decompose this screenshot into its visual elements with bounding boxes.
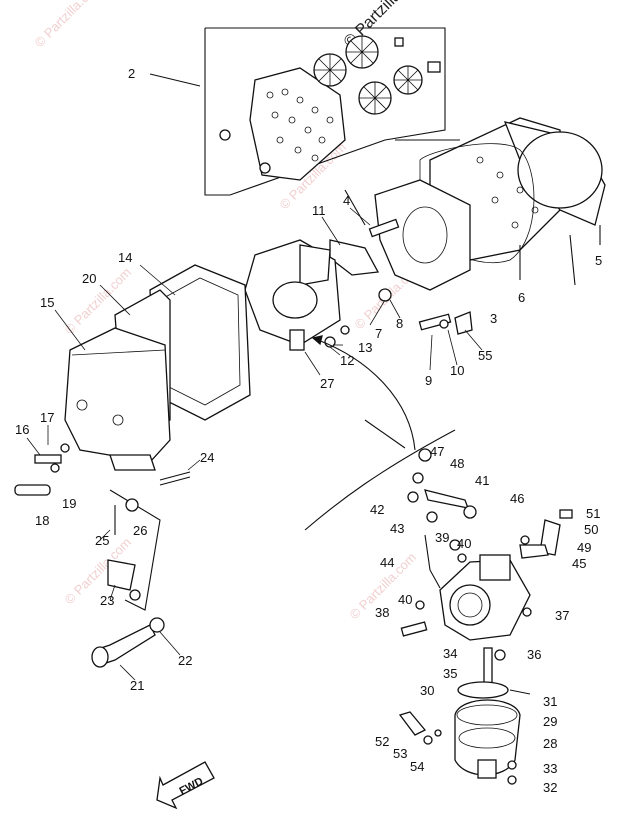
label-8: 8 <box>396 316 403 331</box>
label-10: 10 <box>450 363 464 378</box>
fwd-arrow: FWD <box>156 761 215 810</box>
label-54: 54 <box>410 759 424 774</box>
label-12: 12 <box>340 353 354 368</box>
label-2: 2 <box>128 66 135 81</box>
label-50: 50 <box>584 522 598 537</box>
label-37: 37 <box>555 608 569 623</box>
label-32: 32 <box>543 780 557 795</box>
label-4: 4 <box>343 193 350 208</box>
label-15: 15 <box>40 295 54 310</box>
label-34: 34 <box>443 646 457 661</box>
label-40a: 40 <box>457 536 471 551</box>
label-49: 49 <box>577 540 591 555</box>
reed-valve-inset <box>149 27 446 196</box>
label-24: 24 <box>200 450 214 465</box>
label-11: 11 <box>312 203 326 218</box>
label-40b: 40 <box>398 592 412 607</box>
label-42: 42 <box>370 502 384 517</box>
callout-leaders <box>26 207 483 681</box>
label-14: 14 <box>118 250 132 265</box>
label-9: 9 <box>425 373 432 388</box>
watermark-1: © Partzilla.com <box>32 0 105 50</box>
carburetor-lower <box>398 448 573 785</box>
silencer-bolts <box>14 443 191 496</box>
label-26: 26 <box>133 523 147 538</box>
part-labels: 2 4 11 5 6 3 7 8 9 10 55 12 13 14 20 15 … <box>15 66 602 795</box>
label-30: 30 <box>420 683 434 698</box>
label-23: 23 <box>100 593 114 608</box>
label-22: 22 <box>178 653 192 668</box>
label-31: 31 <box>543 694 557 709</box>
reed-housing-assembly <box>344 117 606 335</box>
label-25: 25 <box>95 533 109 548</box>
label-52: 52 <box>375 734 389 749</box>
label-35: 35 <box>443 666 457 681</box>
intake-silencer <box>64 264 251 471</box>
carburetor-upper <box>244 239 416 451</box>
label-5: 5 <box>595 253 602 268</box>
label-44: 44 <box>380 555 394 570</box>
label-39: 39 <box>435 530 449 545</box>
label-19: 19 <box>62 496 76 511</box>
label-20: 20 <box>82 271 96 286</box>
label-45: 45 <box>572 556 586 571</box>
label-48: 48 <box>450 456 464 471</box>
label-6: 6 <box>518 290 525 305</box>
label-18: 18 <box>35 513 49 528</box>
label-43: 43 <box>390 521 404 536</box>
label-41: 41 <box>475 473 489 488</box>
label-17: 17 <box>40 410 54 425</box>
label-7: 7 <box>375 326 382 341</box>
label-47: 47 <box>430 444 444 459</box>
label-55: 55 <box>478 348 492 363</box>
label-36: 36 <box>527 647 541 662</box>
label-21: 21 <box>130 678 144 693</box>
label-29: 29 <box>543 714 557 729</box>
label-3: 3 <box>490 311 497 326</box>
label-53: 53 <box>393 746 407 761</box>
label-38: 38 <box>375 605 389 620</box>
label-33: 33 <box>543 761 557 776</box>
label-27: 27 <box>320 376 334 391</box>
label-46: 46 <box>510 491 524 506</box>
choke-linkage <box>91 489 165 668</box>
label-28: 28 <box>543 736 557 751</box>
label-13: 13 <box>358 340 372 355</box>
label-51: 51 <box>586 506 600 521</box>
label-16: 16 <box>15 422 29 437</box>
